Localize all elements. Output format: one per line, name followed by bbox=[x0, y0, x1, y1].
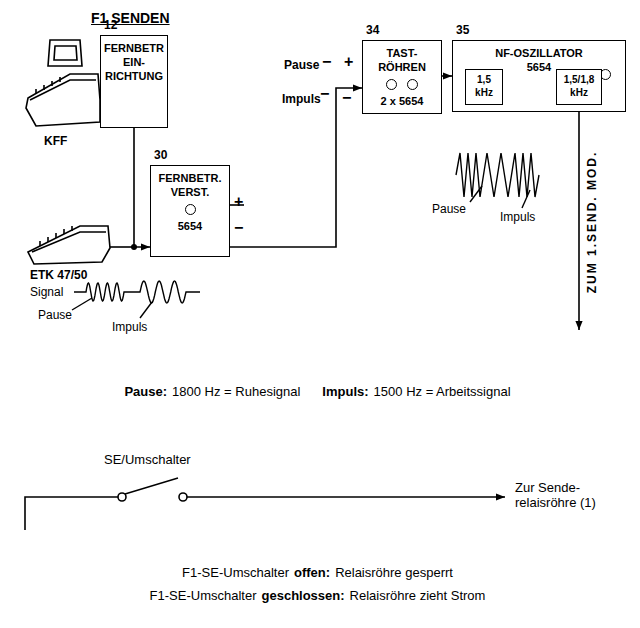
signal-wire bbox=[230, 88, 362, 247]
leader-line bbox=[522, 190, 530, 208]
tube-symbol bbox=[407, 79, 418, 90]
process-box: 35NF-OSZILLATOR56541,5 kHz1,5/1,8 kHz bbox=[452, 40, 626, 112]
callout-number: 30 bbox=[154, 148, 167, 163]
junction-dot bbox=[131, 244, 137, 250]
process-box: 30FERNBETR. VERST.5654 bbox=[150, 165, 230, 257]
signal-label: Pause bbox=[284, 58, 319, 72]
polarity-sign: − bbox=[342, 90, 351, 106]
signal-label: Impuls bbox=[282, 92, 321, 106]
frequency-box: 1,5/1,8 kHz bbox=[556, 69, 602, 105]
signal-label: SE/Umschalter bbox=[104, 452, 191, 467]
box-text: FERNBETR. VERST. bbox=[154, 172, 226, 200]
box-text: NF-OSZILLATOR bbox=[456, 47, 622, 61]
leader-line bbox=[140, 302, 152, 318]
polarity-sign: − bbox=[320, 86, 329, 102]
note-text: Relaisröhre zieht Strom bbox=[350, 588, 486, 603]
note-text: 1800 Hz = Ruhesignal bbox=[172, 384, 300, 399]
box-text: 1,5/1,8 kHz bbox=[559, 74, 599, 99]
leader-line bbox=[72, 298, 92, 310]
polarity-sign: + bbox=[234, 194, 243, 210]
note-text: F1-SE-Umschalter bbox=[182, 565, 289, 580]
signal-waveforms bbox=[72, 153, 539, 318]
process-box: 34TAST- RÖHREN2 x 5654 bbox=[362, 40, 442, 114]
note-text: offen: bbox=[294, 565, 330, 580]
signal-label: Signal bbox=[30, 285, 63, 299]
tube-symbol bbox=[185, 204, 196, 215]
note-text: F1-SE-Umschalter bbox=[150, 588, 257, 603]
text-line: F1-SE-Umschalter geschlossen: Relaisröhre … bbox=[0, 588, 640, 603]
signal-label: Pause bbox=[432, 202, 466, 216]
box-text: TAST- RÖHREN bbox=[366, 47, 438, 75]
signal-label: ETK 47/50 bbox=[30, 268, 87, 282]
box-text: 5654 bbox=[154, 220, 226, 234]
wire bbox=[110, 246, 134, 248]
frequency-box: 1,5 kHz bbox=[465, 69, 503, 105]
text-line: Pause: 1800 Hz = Ruhesignal Impuls: 1500 Hz… bbox=[0, 384, 640, 399]
keyboard-icon bbox=[28, 226, 110, 264]
note-text: Pause: bbox=[124, 384, 167, 399]
tube-group bbox=[154, 200, 226, 221]
callout-number: 12 bbox=[104, 18, 117, 33]
teleprinter-icon bbox=[26, 40, 100, 126]
note-text: 1500 Hz = Arbeitssignal bbox=[374, 384, 511, 399]
text-line: F1-SE-Umschalter offen: Relaisröhre gesper… bbox=[0, 565, 640, 580]
box-text: 2 x 5654 bbox=[366, 95, 438, 109]
note-text: Impuls: bbox=[322, 384, 368, 399]
callout-number: 35 bbox=[456, 23, 469, 38]
signal-label: Impuls bbox=[112, 320, 147, 334]
signal-wire bbox=[442, 75, 452, 77]
output-label: ZUM 1.SEND. MOD. bbox=[585, 151, 599, 294]
signal-label: KFF bbox=[44, 134, 67, 148]
process-box: 12FERNBETR EIN- RICHTUNG bbox=[100, 35, 168, 128]
signal-label: Zur Sende- relaisröhre (1) bbox=[515, 480, 625, 510]
signal-label: Pause bbox=[38, 308, 72, 322]
signal-wire bbox=[134, 128, 150, 247]
callout-number: 34 bbox=[366, 23, 379, 38]
tube-symbol bbox=[386, 79, 397, 90]
output-wire bbox=[578, 112, 580, 330]
switch-symbol bbox=[25, 478, 505, 530]
note-text: Relaisröhre gesperrt bbox=[335, 565, 453, 580]
diagram-title: F1 SENDEN bbox=[91, 10, 170, 26]
box-text: FERNBETR EIN- RICHTUNG bbox=[104, 42, 164, 83]
polarity-sign: − bbox=[322, 54, 331, 70]
leader-line bbox=[470, 186, 482, 202]
box-text: 1,5 kHz bbox=[468, 74, 500, 99]
signal-label: Impuls bbox=[500, 210, 535, 224]
tube-group bbox=[366, 75, 438, 96]
polarity-sign: + bbox=[344, 54, 353, 70]
polarity-sign: − bbox=[234, 220, 243, 236]
note-text: geschlossen: bbox=[262, 588, 345, 603]
